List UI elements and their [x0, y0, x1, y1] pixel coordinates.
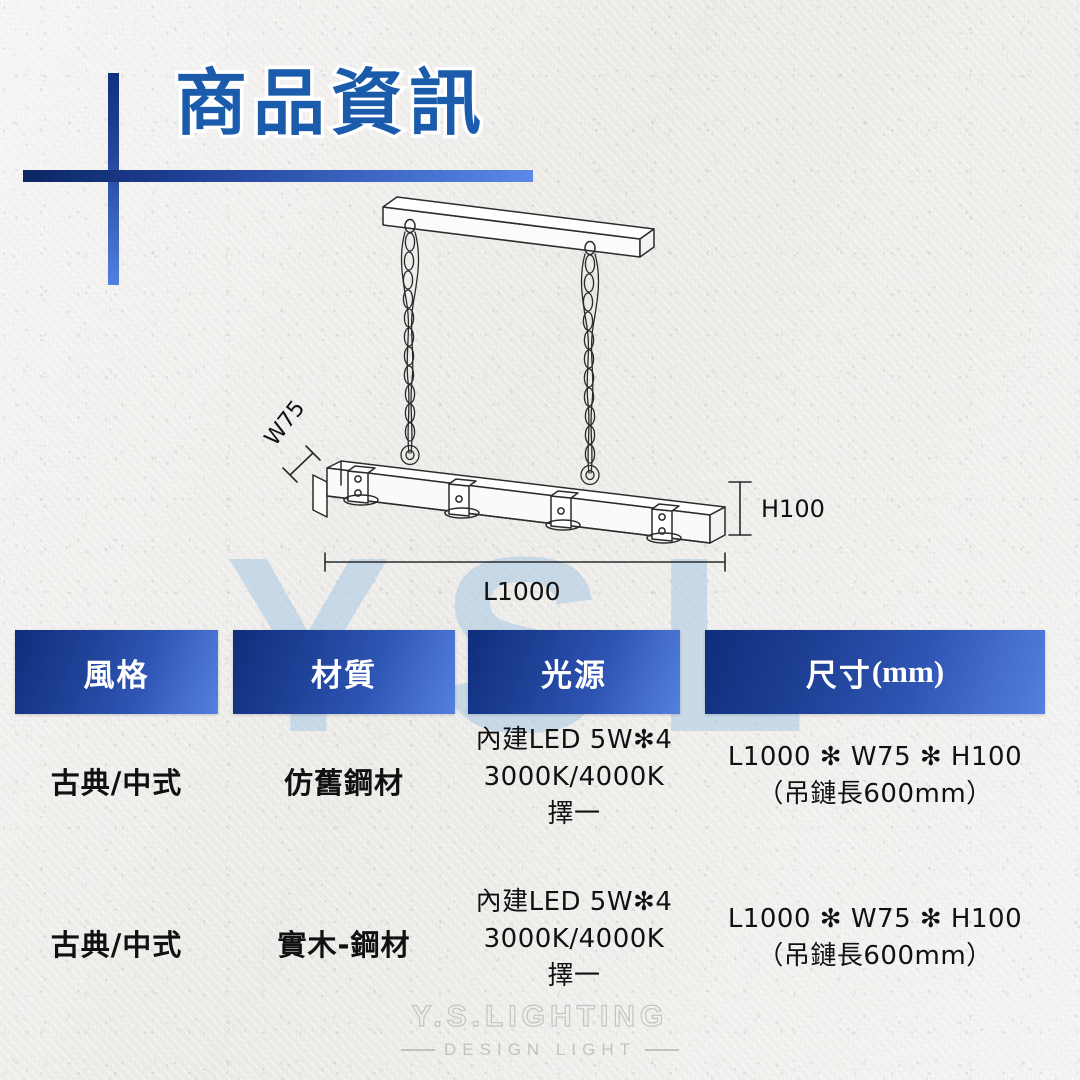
spec-table: 風格 材質 光源 尺寸(mm) 古典/中式 仿舊鋼材 內建LED 5W✻4 30…: [0, 630, 1080, 1014]
cell-dimensions-row2: L1000 ✻ W75 ✻ H100 （吊鏈長600mm）: [700, 901, 1050, 975]
ceiling-canopy: [382, 196, 655, 258]
light-source-line1: 內建LED 5W✻4: [475, 725, 673, 755]
table-row: 古典/中式 實木-鋼材 內建LED 5W✻4 3000K/4000K 擇一 L1…: [0, 864, 1080, 1014]
length-dimension-line: [324, 552, 726, 572]
dimensions-line2: （吊鏈長600mm）: [757, 940, 993, 971]
column-header-style-label: 風格: [83, 657, 150, 694]
height-dimension-label: H100: [761, 495, 825, 523]
dimensions-line2: （吊鏈長600mm）: [757, 778, 993, 809]
chain-left: [400, 231, 420, 466]
column-header-dimensions-label: 尺寸: [805, 657, 872, 694]
column-header-dimensions-unit: (mm): [871, 654, 945, 689]
light-beam-body: [312, 460, 726, 544]
cell-material-row2: 實木-鋼材: [277, 928, 411, 962]
chain-right: [580, 253, 600, 486]
light-source-line3: 擇一: [547, 960, 601, 991]
brand-tagline: DESIGN LIGHT: [0, 1040, 1080, 1060]
cell-material-row1: 仿舊鋼材: [283, 766, 404, 800]
product-technical-drawing: W75 H100 L1000: [255, 185, 855, 625]
column-header-material-label: 材質: [311, 657, 377, 694]
tagline-text: DESIGN LIGHT: [444, 1040, 636, 1059]
spec-table-header-row: 風格 材質 光源 尺寸(mm): [0, 630, 1080, 714]
cell-style-row1: 古典/中式: [50, 766, 183, 800]
tagline-rule-right: [644, 1049, 679, 1051]
light-source-line2: 3000K/4000K: [483, 761, 665, 792]
column-header-material: 材質: [233, 630, 455, 714]
page-title: 商品資訊: [171, 61, 488, 145]
column-header-light-source: 光源: [468, 630, 680, 714]
table-row: 古典/中式 仿舊鋼材 內建LED 5W✻4 3000K/4000K 擇一 L10…: [0, 714, 1080, 864]
led-lamp-heads: [343, 494, 682, 544]
tagline-rule-left: [401, 1049, 436, 1051]
cross-decoration-horizontal: [23, 170, 533, 182]
light-source-line2: 3000K/4000K: [483, 923, 665, 954]
cell-light-source-row1: 內建LED 5W✻4 3000K/4000K 擇一: [455, 722, 693, 833]
cell-dimensions-row1: L1000 ✻ W75 ✻ H100 （吊鏈長600mm）: [700, 739, 1050, 813]
cell-light-source-row2: 內建LED 5W✻4 3000K/4000K 擇一: [455, 884, 693, 995]
dimensions-line1: L1000 ✻ W75 ✻ H100: [727, 904, 1023, 934]
light-source-line1: 內建LED 5W✻4: [475, 887, 673, 917]
length-dimension-label: L1000: [483, 577, 561, 606]
width-dimension-line: [282, 445, 321, 483]
column-header-light-source-label: 光源: [541, 657, 607, 694]
light-source-line3: 擇一: [547, 798, 601, 829]
dimensions-line1: L1000 ✻ W75 ✻ H100: [727, 742, 1023, 772]
cell-style-row2: 古典/中式: [50, 928, 183, 962]
width-dimension-label: W75: [260, 396, 310, 451]
brand-name: Y.S.LIGHTING: [411, 999, 669, 1033]
column-header-style: 風格: [15, 630, 218, 714]
footer-brand-logo: Y.S.LIGHTING DESIGN LIGHT: [0, 999, 1080, 1060]
height-dimension-line: [728, 481, 752, 536]
column-header-dimensions: 尺寸(mm): [705, 630, 1045, 714]
